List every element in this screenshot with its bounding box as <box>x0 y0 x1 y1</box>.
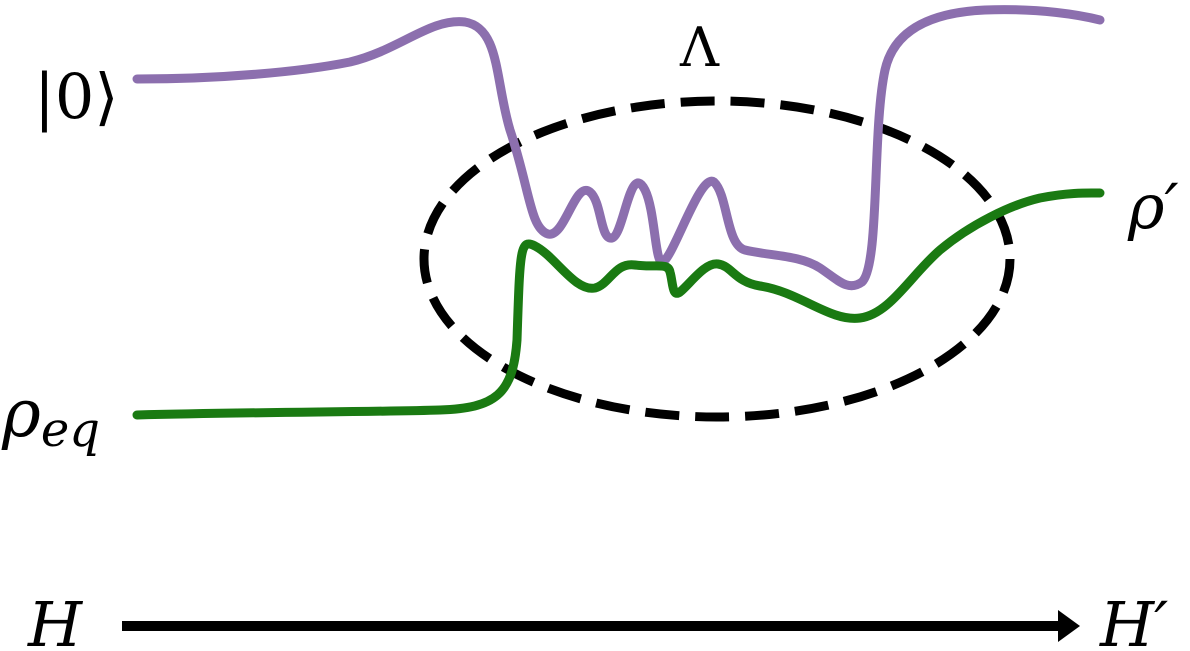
rho-eq-base: ρ <box>1 375 41 452</box>
rho-eq-label: ρeq <box>1 375 100 458</box>
thermal-state-path <box>132 188 1105 420</box>
rho-prime-label: ρ′ <box>1127 170 1179 243</box>
pure-state-path <box>132 5 1105 291</box>
lambda-label: Λ <box>679 16 720 79</box>
hamiltonian-end-label: H′ <box>1099 588 1168 651</box>
channel-ellipse <box>419 96 1015 422</box>
hamiltonian-start-label: H <box>27 588 84 651</box>
rho-eq-subscript: eq <box>41 402 100 458</box>
hamiltonian-arrow-head <box>1058 610 1080 642</box>
ket-zero-label: |0⟩ <box>34 60 119 133</box>
